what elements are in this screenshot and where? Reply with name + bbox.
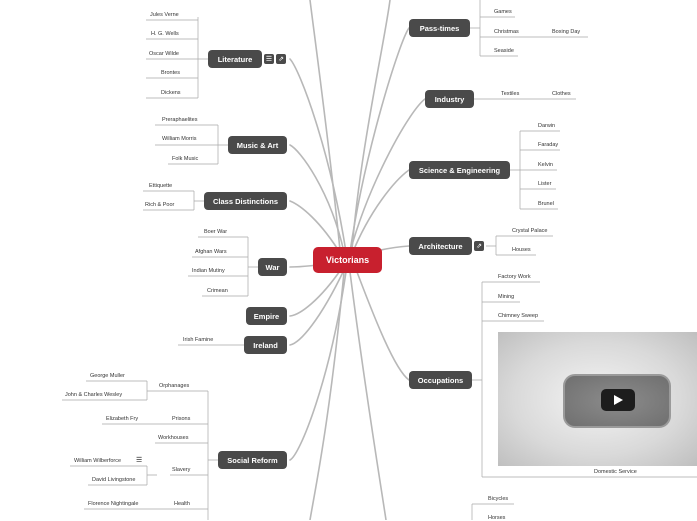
leaf-textiles[interactable]: Textiles [501,91,519,97]
leaf-william-wilberforce[interactable]: William Wilberforce [74,458,121,464]
leaf-bicycles[interactable]: Bicycles [488,496,508,502]
topic-social-reform[interactable]: Social Reform [218,451,287,469]
leaf-prisons[interactable]: Prisons [172,416,190,422]
leaf-david-livingstone[interactable]: David Livingstone [92,477,135,483]
leaf-health[interactable]: Health [174,501,190,507]
leaf-william-morris[interactable]: William Morris [162,136,197,142]
leaf-slavery[interactable]: Slavery [172,467,190,473]
leaf-elizabeth-fry[interactable]: Elizabeth Fry [106,416,138,422]
topic-industry[interactable]: Industry [425,90,474,108]
leaf-horses[interactable]: Horses [488,515,505,521]
topic-occupations[interactable]: Occupations [409,371,472,389]
leaf-mining[interactable]: Mining [498,294,514,300]
leaf-faraday[interactable]: Faraday [538,142,558,148]
leaf-florence-nightingale[interactable]: Florence Nightingale [88,501,138,507]
leaf-folk-music[interactable]: Folk Music [172,156,198,162]
leaf-houses[interactable]: Houses [512,247,531,253]
leaf-indian-mutiny[interactable]: Indian Mutiny [192,268,225,274]
leaf-seaside[interactable]: Seaside [494,48,514,54]
topic-ireland[interactable]: Ireland [244,336,287,354]
topic-architecture[interactable]: Architecture [409,237,472,255]
leaf-christmas[interactable]: Christmas [494,29,519,35]
leaf-darwin[interactable]: Darwin [538,123,555,129]
leaf-hg-wells[interactable]: H. G. Wells [151,31,179,37]
leaf-crimean[interactable]: Crimean [207,288,228,294]
leaf-brontes[interactable]: Brontes [161,70,180,76]
leaf-ettiquette[interactable]: Ettiquette [149,183,172,189]
play-icon [614,395,623,405]
topic-science-engineering[interactable]: Science & Engineering [409,161,510,179]
leaf-preraphaelites[interactable]: Preraphaelites [162,117,197,123]
topic-literature[interactable]: Literature [208,50,262,68]
topic-war[interactable]: War [258,258,287,276]
leaf-chimney-sweep[interactable]: Chimney Sweep [498,313,538,319]
leaf-jules-verne[interactable]: Jules Verne [150,12,179,18]
leaf-brunel[interactable]: Brunel [538,201,554,207]
topic-class-distinctions[interactable]: Class Distinctions [204,192,287,210]
central-topic[interactable]: Victorians [313,247,382,273]
leaf-rich-poor[interactable]: Rich & Poor [145,202,174,208]
leaf-orphanages[interactable]: Orphanages [159,383,189,389]
leaf-irish-famine[interactable]: Irish Famine [183,337,213,343]
external-link-icon[interactable]: ⇗ [474,241,484,251]
leaf-boxing-day[interactable]: Boxing Day [552,29,580,35]
leaf-clothes[interactable]: Clothes [552,91,571,97]
leaf-games[interactable]: Games [494,9,512,15]
topic-pastimes[interactable]: Pass-times [409,19,470,37]
leaf-afghan-wars[interactable]: Afghan Wars [195,249,227,255]
leaf-lister[interactable]: Lister [538,181,551,187]
leaf-john-charles-wesley[interactable]: John & Charles Wesley [65,392,122,398]
note-icon[interactable]: ☰ [264,54,274,64]
leaf-domestic-service[interactable]: Domestic Service [594,469,637,475]
leaf-george-muller[interactable]: George Muller [90,373,125,379]
leaf-workhouses[interactable]: Workhouses [158,435,188,441]
external-link-icon[interactable]: ⇗ [276,54,286,64]
topic-music-art[interactable]: Music & Art [228,136,287,154]
leaf-dickens[interactable]: Dickens [161,90,181,96]
leaf-boer-war[interactable]: Boer War [204,229,227,235]
leaf-oscar-wilde[interactable]: Oscar Wilde [149,51,179,57]
note-icon[interactable]: ☰ [136,456,142,464]
leaf-crystal-palace[interactable]: Crystal Palace [512,228,547,234]
leaf-factory-work[interactable]: Factory Work [498,274,531,280]
topic-empire[interactable]: Empire [246,307,287,325]
leaf-kelvin[interactable]: Kelvin [538,162,553,168]
